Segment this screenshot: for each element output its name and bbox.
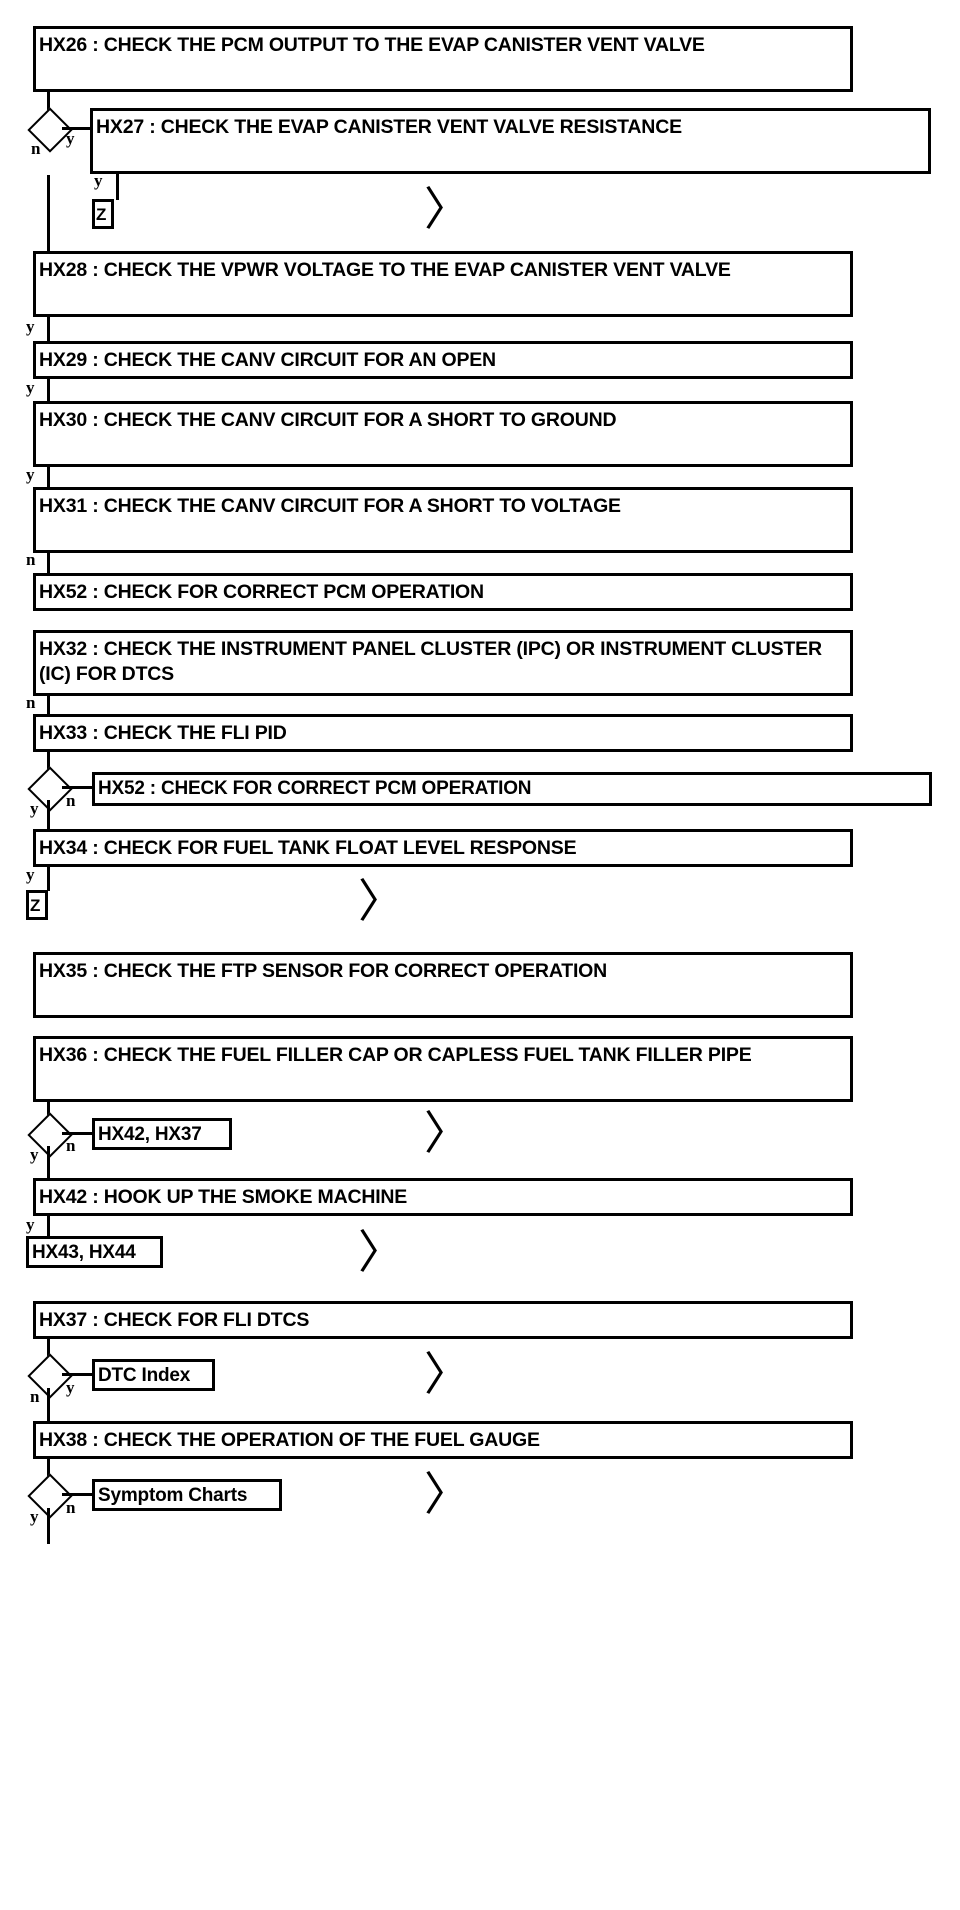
node-hx29[interactable]: HX29 : CHECK THE CANV CIRCUIT FOR AN OPE…: [33, 341, 853, 379]
node-hx42[interactable]: HX42 : HOOK UP THE SMOKE MACHINE: [33, 1178, 853, 1216]
edge-label-hx38-yes: y: [30, 1507, 39, 1526]
node-hx52-a[interactable]: HX52 : CHECK FOR CORRECT PCM OPERATION: [33, 573, 853, 611]
connector-hx31-to-hx52a: [47, 553, 50, 575]
connector-decision3-yes-down: [47, 1146, 50, 1178]
edge-label-hx26-no: n: [31, 139, 41, 158]
edge-label-hx28-yes: y: [26, 317, 35, 336]
connector-decision3-to-hx42hx37: [62, 1132, 94, 1135]
connector-decision1-to-hx27: [62, 127, 92, 130]
chevron-icon-5: 〉: [424, 1349, 470, 1400]
connector-hx42-down: [47, 1216, 50, 1238]
connector-decision4-to-dtc-index: [62, 1373, 94, 1376]
connector-hx32-to-hx33: [47, 696, 50, 716]
edge-label-hx27-yes: y: [94, 171, 103, 190]
edge-label-hx31-no: n: [26, 550, 36, 569]
node-hx38[interactable]: HX38 : CHECK THE OPERATION OF THE FUEL G…: [33, 1421, 853, 1459]
connector-hx33-to-decision2: [47, 752, 50, 774]
chevron-icon-1: 〉: [424, 184, 470, 235]
connector-hx27-down: [116, 174, 119, 200]
edge-label-hx36-yes: y: [30, 1145, 39, 1164]
connector-decision1-no-down: [47, 175, 50, 251]
connector-decision4-no-down: [47, 1388, 50, 1422]
node-hx33[interactable]: HX33 : CHECK THE FLI PID: [33, 714, 853, 752]
node-hx42-hx37-ref[interactable]: HX42, HX37: [92, 1118, 232, 1150]
node-hx30[interactable]: HX30 : CHECK THE CANV CIRCUIT FOR A SHOR…: [33, 401, 853, 467]
node-z-connector-1[interactable]: Z: [92, 199, 114, 229]
edge-label-hx38-no: n: [66, 1498, 76, 1517]
connector-hx29-to-hx30: [47, 379, 50, 403]
node-hx52-b[interactable]: HX52 : CHECK FOR CORRECT PCM OPERATION: [92, 772, 932, 806]
edge-label-hx36-no: n: [66, 1136, 76, 1155]
node-hx36[interactable]: HX36 : CHECK THE FUEL FILLER CAP OR CAPL…: [33, 1036, 853, 1102]
chevron-icon-2: 〉: [358, 876, 404, 927]
node-z-connector-2[interactable]: Z: [26, 890, 48, 920]
connector-decision5-to-symptom-charts: [62, 1493, 94, 1496]
node-hx34[interactable]: HX34 : CHECK FOR FUEL TANK FLOAT LEVEL R…: [33, 829, 853, 867]
node-hx26[interactable]: HX26 : CHECK THE PCM OUTPUT TO THE EVAP …: [33, 26, 853, 92]
edge-label-hx33-yes: y: [30, 799, 39, 818]
connector-hx37-to-decision4: [47, 1339, 50, 1361]
connector-decision2-to-hx52b: [62, 786, 94, 789]
connector-hx26-to-decision1: [47, 92, 50, 114]
connector-decision5-yes-down: [47, 1508, 50, 1544]
node-hx32[interactable]: HX32 : CHECK THE INSTRUMENT PANEL CLUSTE…: [33, 630, 853, 696]
node-hx37[interactable]: HX37 : CHECK FOR FLI DTCS: [33, 1301, 853, 1339]
connector-hx38-to-decision5: [47, 1459, 50, 1481]
connector-decision2-yes-down: [47, 800, 50, 830]
node-symptom-charts-ref[interactable]: Symptom Charts: [92, 1479, 282, 1511]
edge-label-hx33-no: n: [66, 791, 76, 810]
edge-label-hx32-no: n: [26, 693, 36, 712]
edge-label-hx34-yes: y: [26, 865, 35, 884]
edge-label-hx37-no: n: [30, 1387, 40, 1406]
node-hx27[interactable]: HX27 : CHECK THE EVAP CANISTER VENT VALV…: [90, 108, 931, 174]
connector-hx28-to-hx29: [47, 317, 50, 343]
edge-label-hx37-yes: y: [66, 1378, 75, 1397]
connector-hx36-to-decision3: [47, 1102, 50, 1120]
edge-label-hx29-yes: y: [26, 378, 35, 397]
connector-hx30-to-hx31: [47, 467, 50, 489]
node-hx43-hx44-ref[interactable]: HX43, HX44: [26, 1236, 163, 1268]
edge-label-hx30-yes: y: [26, 465, 35, 484]
node-hx28[interactable]: HX28 : CHECK THE VPWR VOLTAGE TO THE EVA…: [33, 251, 853, 317]
node-hx35[interactable]: HX35 : CHECK THE FTP SENSOR FOR CORRECT …: [33, 952, 853, 1018]
edge-label-hx42-yes: y: [26, 1215, 35, 1234]
edge-label-hx26-yes: y: [66, 129, 75, 148]
node-dtc-index-ref[interactable]: DTC Index: [92, 1359, 215, 1391]
chevron-icon-3: 〉: [424, 1108, 470, 1159]
chevron-icon-4: 〉: [358, 1227, 404, 1278]
connector-hx34-down: [47, 867, 50, 891]
node-hx31[interactable]: HX31 : CHECK THE CANV CIRCUIT FOR A SHOR…: [33, 487, 853, 553]
chevron-icon-6: 〉: [424, 1469, 470, 1520]
